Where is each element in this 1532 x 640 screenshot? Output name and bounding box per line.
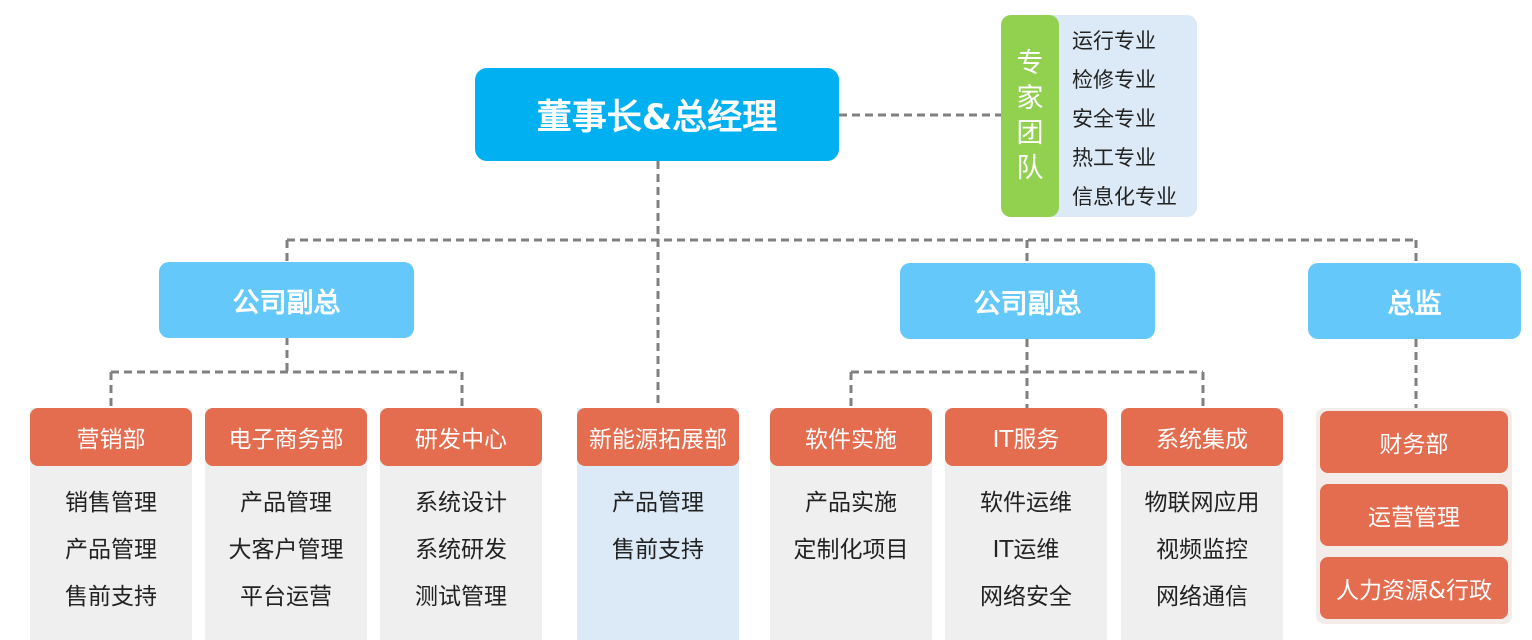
dept-header: IT服务 [945,408,1107,466]
expert-team-label-char: 专 [1016,48,1044,79]
director-dept-box: 财务部 [1320,411,1508,473]
director-title: 总监 [1387,288,1442,320]
dept-item: 系统研发 [415,537,507,563]
director-dept-box: 运营管理 [1320,484,1508,546]
director-dept-name: 运营管理 [1368,505,1460,531]
expert-team-label-char: 家 [1016,83,1044,114]
dept-name: 电子商务部 [228,427,344,453]
dept-item: 销售管理 [65,490,157,516]
dept-item: 软件运维 [980,490,1072,516]
dept-item: 大客户管理 [228,537,344,563]
dept-item: 网络通信 [1156,584,1248,610]
expert-member: 热工专业 [1072,146,1156,170]
dept-item-list: 物联网应用 视频监控 网络通信 [1121,480,1283,621]
dept-item: 产品实施 [805,490,897,516]
ceo-title: 董事长&总经理 [536,98,778,138]
dept-item: 定制化项目 [793,537,909,563]
dept-header: 研发中心 [380,408,542,466]
expert-team-list: 运行专业 检修专业 安全专业 热工专业 信息化专业 [1072,22,1192,217]
dept-name: 营销部 [76,427,146,453]
dept-item: 产品管理 [65,537,157,563]
dept-name: 研发中心 [415,427,507,453]
dept-item: 产品管理 [240,490,332,516]
dept-item-list: 产品实施 定制化项目 [770,480,932,574]
dept-name: 新能源拓展部 [589,427,727,453]
dept-item: 系统设计 [415,490,507,516]
ceo-box: 董事长&总经理 [475,68,839,161]
dept-name: 系统集成 [1156,427,1248,453]
expert-team-label-char: 队 [1016,153,1044,184]
dept-name: 软件实施 [805,427,897,453]
expert-member: 运行专业 [1072,29,1156,53]
director-dept-name: 财务部 [1379,432,1449,458]
vp-right-title: 公司副总 [973,288,1082,320]
vp-right-box: 公司副总 [900,263,1155,339]
vp-left-box: 公司副总 [159,262,414,338]
dept-item-list: 产品管理 售前支持 [577,480,739,574]
dept-header: 营销部 [30,408,192,466]
vp-left-title: 公司副总 [232,287,341,319]
director-dept-name: 人力资源&行政 [1336,578,1492,604]
dept-item-list: 产品管理 大客户管理 平台运营 [205,480,367,621]
dept-name: IT服务 [992,427,1060,453]
director-box: 总监 [1308,263,1521,339]
expert-team-label: 专 家 团 队 [1001,15,1059,217]
dept-item: 售前支持 [65,584,157,610]
dept-item: 产品管理 [612,490,704,516]
expert-member: 安全专业 [1072,107,1156,131]
expert-member: 检修专业 [1072,68,1156,92]
dept-header: 新能源拓展部 [577,408,739,466]
dept-item-list: 销售管理 产品管理 售前支持 [30,480,192,621]
dept-item: 售前支持 [612,537,704,563]
expert-team-label-char: 团 [1016,118,1044,149]
dept-header: 软件实施 [770,408,932,466]
director-dept-box: 人力资源&行政 [1320,557,1508,619]
dept-item-list: 软件运维 IT运维 网络安全 [945,480,1107,621]
dept-item: 视频监控 [1156,537,1248,563]
dept-item: 网络安全 [980,584,1072,610]
dept-item: IT运维 [992,537,1060,563]
dept-header: 系统集成 [1121,408,1283,466]
dept-item: 平台运营 [240,584,332,610]
dept-item: 测试管理 [415,584,507,610]
expert-member: 信息化专业 [1072,185,1177,209]
dept-header: 电子商务部 [205,408,367,466]
dept-item-list: 系统设计 系统研发 测试管理 [380,480,542,621]
dept-item: 物联网应用 [1144,490,1260,516]
